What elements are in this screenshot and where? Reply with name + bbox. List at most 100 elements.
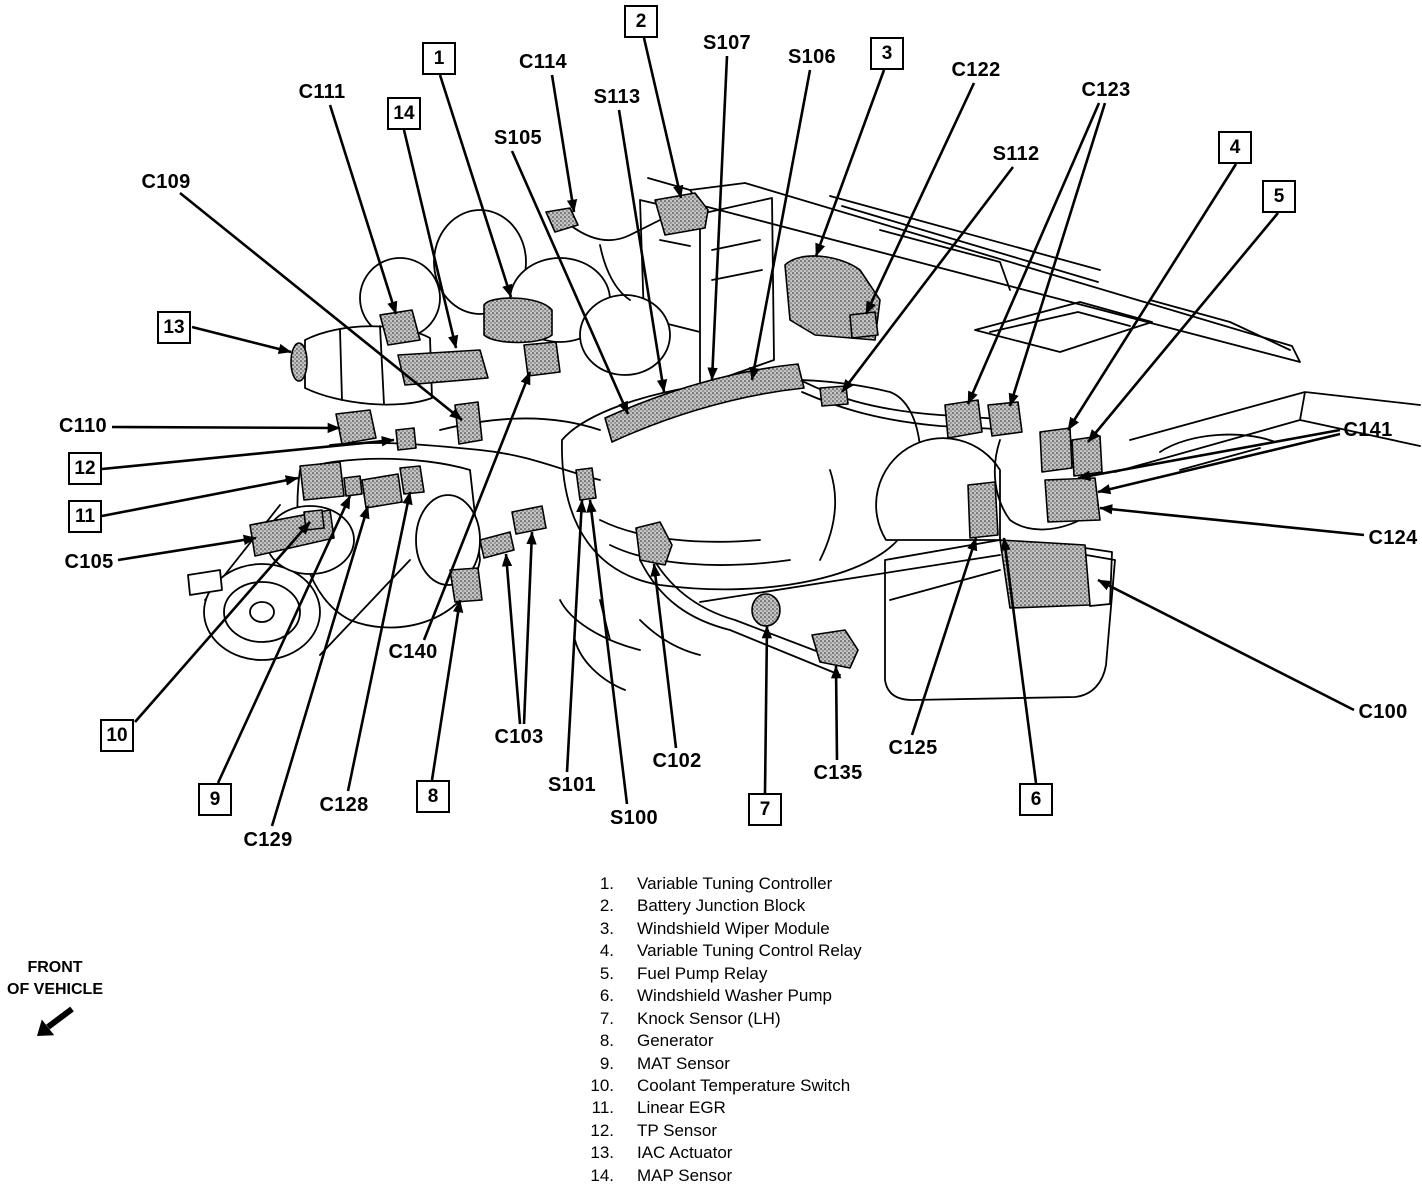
callout-box-1: 1	[422, 42, 456, 75]
legend-item: 9.MAT Sensor	[580, 1053, 862, 1075]
connector-c125	[967, 481, 999, 539]
intake-plenum	[561, 378, 922, 591]
crank-pulley-hub	[249, 601, 275, 623]
connector-c103-b	[511, 505, 547, 535]
leader-c140	[422, 371, 532, 641]
connector-c141-c124	[1044, 477, 1101, 523]
callout-box-2: 2	[624, 5, 658, 38]
legend-item: 10.Coolant Temperature Switch	[580, 1075, 862, 1097]
leader-callout-6	[1000, 537, 1038, 784]
label-s100: S100	[610, 807, 658, 829]
legend-item-number: 12.	[590, 1120, 614, 1140]
callout-box-3: 3	[870, 37, 904, 70]
front-of-vehicle-line2: OF VEHICLE	[6, 981, 104, 998]
label-c114: C114	[519, 51, 567, 73]
legend-item-number: 3.	[599, 918, 614, 938]
connector-c110	[335, 409, 377, 445]
leader-s107	[707, 55, 729, 381]
legend-item-name: TP Sensor	[637, 1120, 718, 1140]
legend-item: 13.IAC Actuator	[580, 1142, 862, 1164]
callout-box-8: 8	[416, 780, 450, 813]
legend-item: 12. TP Sensor	[580, 1120, 862, 1142]
connector-c129	[361, 473, 403, 509]
legend-item-name: Fuel Pump Relay	[637, 963, 768, 983]
label-s105: S105	[494, 127, 542, 149]
leader-c124	[1099, 504, 1365, 537]
callout-box-11: 11	[68, 500, 102, 533]
label-c103: C103	[494, 726, 544, 748]
leader-c105	[117, 534, 257, 562]
fuel-pump-relay	[1071, 435, 1103, 477]
leader-c103-b	[522, 531, 537, 725]
arrow-down-left-icon	[37, 1006, 74, 1036]
label-c122: C122	[951, 59, 1001, 81]
legend-item-number: 8.	[599, 1031, 614, 1051]
label-s107: S107	[703, 32, 751, 54]
leader-c128	[346, 491, 413, 792]
front-of-vehicle-line1: FRONT	[27, 959, 83, 976]
leader-callout-3	[814, 69, 886, 257]
variable-tuning-controller	[483, 297, 553, 344]
label-c135: C135	[813, 762, 863, 784]
callout-box-6: 6	[1019, 783, 1053, 816]
leader-c103-a	[501, 553, 522, 725]
connectors	[249, 192, 1103, 669]
iac-actuator	[290, 342, 308, 382]
callout-box-9: 9	[198, 783, 232, 816]
leader-lines	[101, 37, 1365, 827]
inner-fender-line	[699, 554, 1001, 603]
leader-c111	[328, 104, 398, 315]
leader-callout-2	[642, 37, 684, 199]
leader-c122	[864, 82, 976, 315]
windshield-washer-pump	[999, 539, 1091, 609]
front-arrow-head	[37, 1019, 55, 1036]
crank-pulley	[203, 563, 321, 661]
legend-item-name: Windshield Wiper Module	[637, 918, 830, 938]
callout-box-13: 13	[157, 311, 191, 344]
leader-callout-4	[1066, 163, 1238, 431]
bolt-head	[187, 569, 223, 596]
label-c128: C128	[319, 794, 369, 816]
label-c109: C109	[141, 171, 191, 193]
legend-item-name: Battery Junction Block	[637, 896, 806, 916]
legend-item-number: 4.	[599, 941, 614, 961]
label-c102: C102	[652, 750, 702, 772]
leader-callout-14	[402, 129, 459, 349]
label-s112: S112	[992, 143, 1040, 165]
connector-c123-b	[987, 401, 1023, 437]
legend-item: 14.MAP Sensor	[580, 1165, 862, 1184]
legend-item-number: 11.	[591, 1098, 614, 1118]
harness-loom	[604, 363, 805, 443]
leader-callout-8	[430, 599, 464, 781]
connector-c111	[379, 309, 421, 346]
legend-item-number: 9.	[599, 1053, 614, 1073]
label-c129: C129	[243, 829, 293, 851]
leader-c123-a	[966, 102, 1101, 405]
throttle-duct-ribs	[339, 325, 385, 405]
legend-item-number: 13.	[590, 1143, 614, 1163]
map-sensor	[397, 349, 489, 386]
leader-s106	[749, 69, 812, 381]
leader-callout-5	[1086, 212, 1280, 443]
linear-egr	[299, 461, 345, 501]
connector-c114	[545, 207, 579, 233]
legend-item: 11.Linear EGR	[580, 1097, 862, 1119]
label-c105: C105	[64, 551, 114, 573]
legend-item-number: 14.	[590, 1165, 614, 1184]
leader-callout-10	[134, 521, 311, 723]
legend-item: 5.Fuel Pump Relay	[580, 963, 862, 985]
leader-callout-13	[191, 325, 292, 355]
callout-box-4: 4	[1218, 131, 1252, 164]
legend-item-name: Variable Tuning Control Relay	[637, 941, 862, 961]
label-c100: C100	[1358, 701, 1408, 723]
leader-callout-11	[101, 475, 299, 518]
connector-c109	[454, 401, 483, 445]
exhaust-manifold	[559, 599, 701, 691]
leader-c141-b	[1097, 432, 1341, 495]
leader-callout-1	[438, 74, 513, 298]
connector-c135	[811, 629, 859, 669]
variable-tuning-control-relay	[1039, 427, 1073, 473]
leader-c123-b	[1008, 102, 1107, 407]
